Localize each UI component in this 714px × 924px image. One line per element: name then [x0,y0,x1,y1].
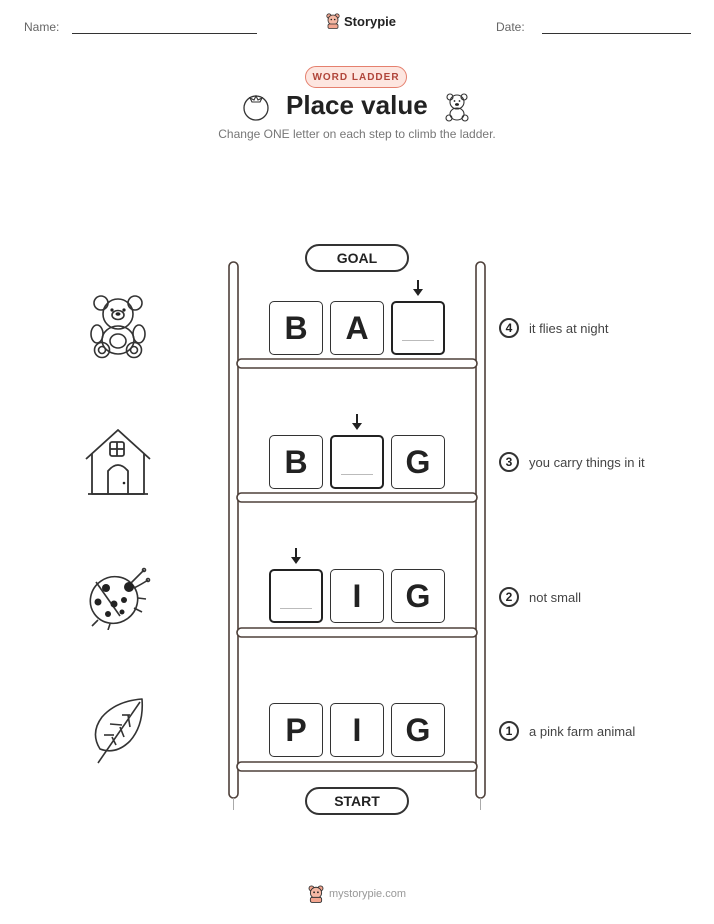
letter-tile: G [391,569,445,623]
blank-letter-tile[interactable] [391,301,445,355]
letter-tile: G [391,435,445,489]
clue-text: a pink farm animal [529,724,636,739]
clue-number: 3 [499,452,519,472]
page-title: Place value [286,90,428,120]
ladder-left-rail [228,261,239,799]
ladybug-icon [89,567,151,630]
teddy-bear-icon [90,295,146,359]
word-ladder-badge: WORD LADDER [305,66,407,88]
letter-tile: A [330,301,384,355]
letter-tile: G [391,703,445,757]
blank-letter-tile[interactable] [330,435,384,489]
storypie-bear-logo-icon [308,885,324,903]
ladder-right-rail [475,261,486,799]
clue-number: 4 [499,318,519,338]
down-arrow-icon [413,280,423,296]
leaf-icon [94,698,144,764]
letter-tile: B [269,435,323,489]
letter-tile: I [330,703,384,757]
ladder-rung-2 [236,627,478,638]
teddy-bear-icon [445,93,469,122]
clue-text: it flies at night [529,321,609,336]
blank-letter-tile[interactable] [269,569,323,623]
letter-tile: P [269,703,323,757]
clue-number: 2 [499,587,519,607]
instructions: Change ONE letter on each step to climb … [218,127,496,141]
date-line[interactable] [542,33,691,34]
tomato-icon [243,94,269,121]
date-label: Date: [496,20,525,34]
brand: Storypie [326,13,396,29]
footer-url[interactable]: mystorypie.com [329,888,407,900]
clue-number: 1 [499,721,519,741]
clue-text: not small [529,590,582,605]
name-label: Name: [24,20,60,34]
clue-text: you carry things in it [529,455,645,470]
ladder-rung-3 [236,492,478,503]
name-line[interactable] [72,33,257,34]
down-arrow-icon [352,414,362,430]
brand-name: Storypie [344,13,397,29]
storypie-bear-logo-icon [326,13,340,29]
down-arrow-icon [291,548,301,564]
start-label: START [305,787,409,815]
letter-tile: I [330,569,384,623]
ladder-rung-4 [236,358,478,369]
footer: mystorypie.com [308,885,406,903]
goal-label: GOAL [305,244,409,272]
house-icon [85,429,151,495]
ladder-rung-1 [236,761,478,772]
letter-tile: B [269,301,323,355]
